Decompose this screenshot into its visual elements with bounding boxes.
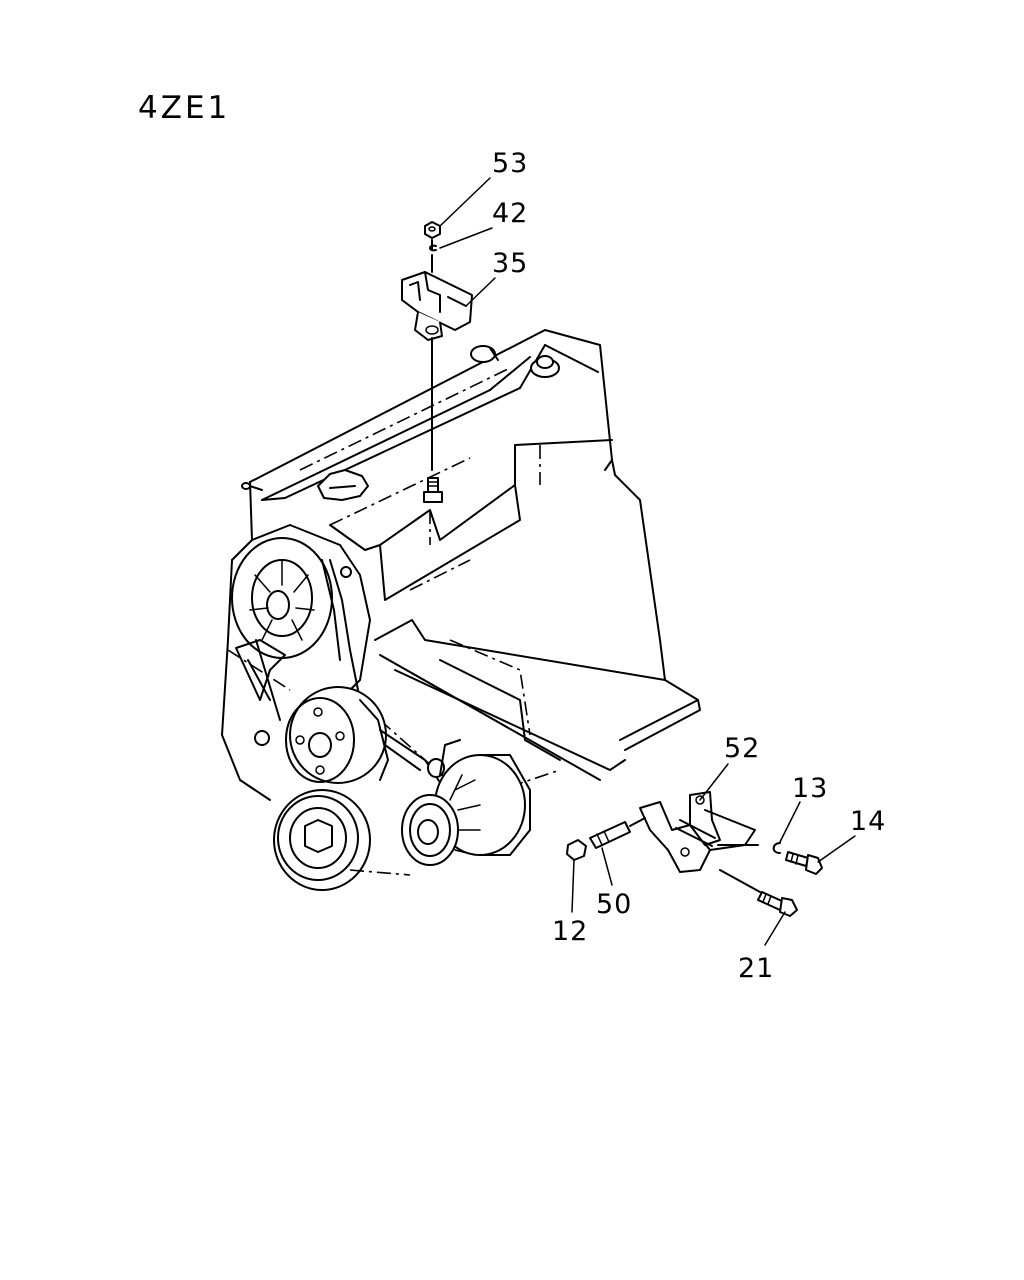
diagram-title: 4ZE1 bbox=[138, 90, 230, 126]
callout-35: 35 bbox=[492, 248, 528, 279]
timing-cover bbox=[221, 524, 371, 801]
engine-block bbox=[241, 329, 701, 801]
washer-42 bbox=[429, 244, 437, 252]
nut-12 bbox=[566, 839, 587, 861]
callout-53: 53 bbox=[492, 148, 528, 179]
nut-53 bbox=[424, 221, 441, 239]
callout-21: 21 bbox=[738, 953, 774, 984]
callout-42: 42 bbox=[492, 198, 528, 229]
stud-50 bbox=[589, 817, 646, 849]
alternator bbox=[401, 739, 531, 866]
bolt-21 bbox=[757, 891, 798, 917]
callout-52: 52 bbox=[724, 733, 760, 764]
callout-12: 12 bbox=[552, 916, 588, 947]
bolt-14 bbox=[785, 851, 823, 875]
callout-50: 50 bbox=[596, 889, 632, 920]
callout-13: 13 bbox=[792, 773, 828, 804]
timing-belt bbox=[329, 559, 361, 701]
bracket-35 bbox=[401, 271, 473, 341]
water-pump-pulley bbox=[285, 686, 389, 784]
bracket-assembly bbox=[639, 791, 756, 873]
stud-bolt bbox=[423, 477, 443, 503]
callout-14: 14 bbox=[850, 806, 886, 837]
camshaft-pulley bbox=[231, 537, 333, 659]
crankshaft-pulley bbox=[273, 789, 411, 891]
washer-13 bbox=[772, 842, 781, 854]
leader-lines bbox=[439, 177, 856, 946]
